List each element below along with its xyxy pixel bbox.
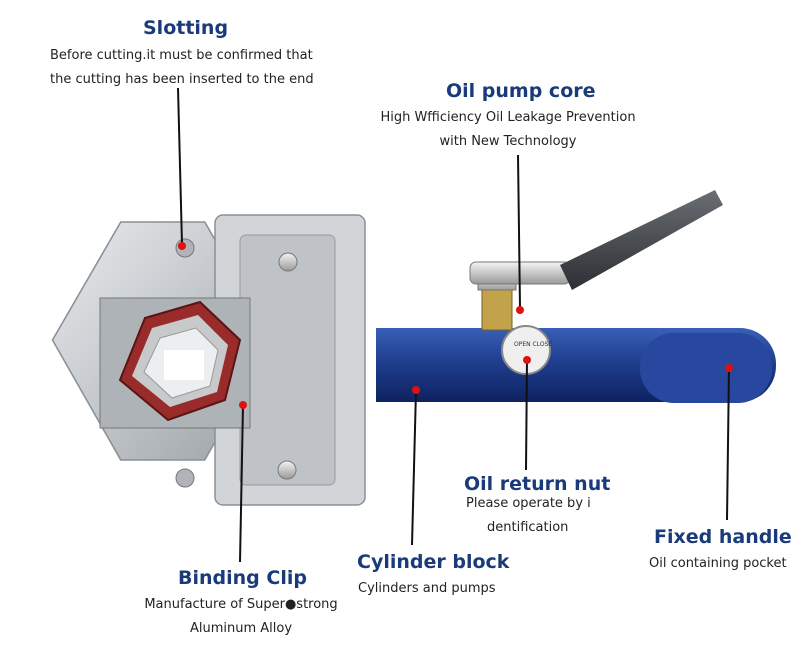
oil-pump-core-desc-2: with New Technology: [439, 134, 577, 149]
operating-lever: [560, 190, 723, 290]
cylinder-block-desc: Cylinders and pumps: [358, 581, 496, 596]
oil-return-nut-desc-2: dentification: [487, 520, 569, 535]
knob-text: OPEN CLOSE: [514, 341, 552, 348]
pump-core-spring: [481, 287, 513, 331]
die-ring: [118, 300, 242, 422]
fixed-handle-grip: [640, 333, 772, 403]
binding-clip-desc-1: Manufacture of Super●strong: [144, 597, 338, 612]
oil-pump-core-desc-1: High Wfficiency Oil Leakage Prevention: [380, 110, 636, 125]
cylinder-block-title: Cylinder block: [357, 551, 510, 573]
fixed-handle-title: Fixed handle: [654, 526, 792, 548]
fixed-handle-desc: Oil containing pocket: [649, 556, 787, 571]
oil-return-nut-title: Oil return nut: [464, 473, 611, 495]
pointer-lines: [177, 87, 730, 563]
slotting-desc-2: the cutting has been inserted to the end: [50, 72, 314, 87]
screw-bottom-icon: [277, 460, 297, 480]
screw-top-icon: [278, 252, 298, 272]
pointer-dots: [178, 242, 733, 409]
oil-return-nut-desc-1: Please operate by i: [466, 496, 591, 511]
binding-clip-title: Binding Clip: [178, 567, 307, 589]
slotting-desc-1: Before cutting.it must be confirmed that: [50, 48, 313, 63]
oil-pump-core-title: Oil pump core: [446, 80, 596, 102]
slotting-title: Slotting: [143, 17, 229, 39]
binding-clip-desc-2: Aluminum Alloy: [189, 621, 293, 636]
